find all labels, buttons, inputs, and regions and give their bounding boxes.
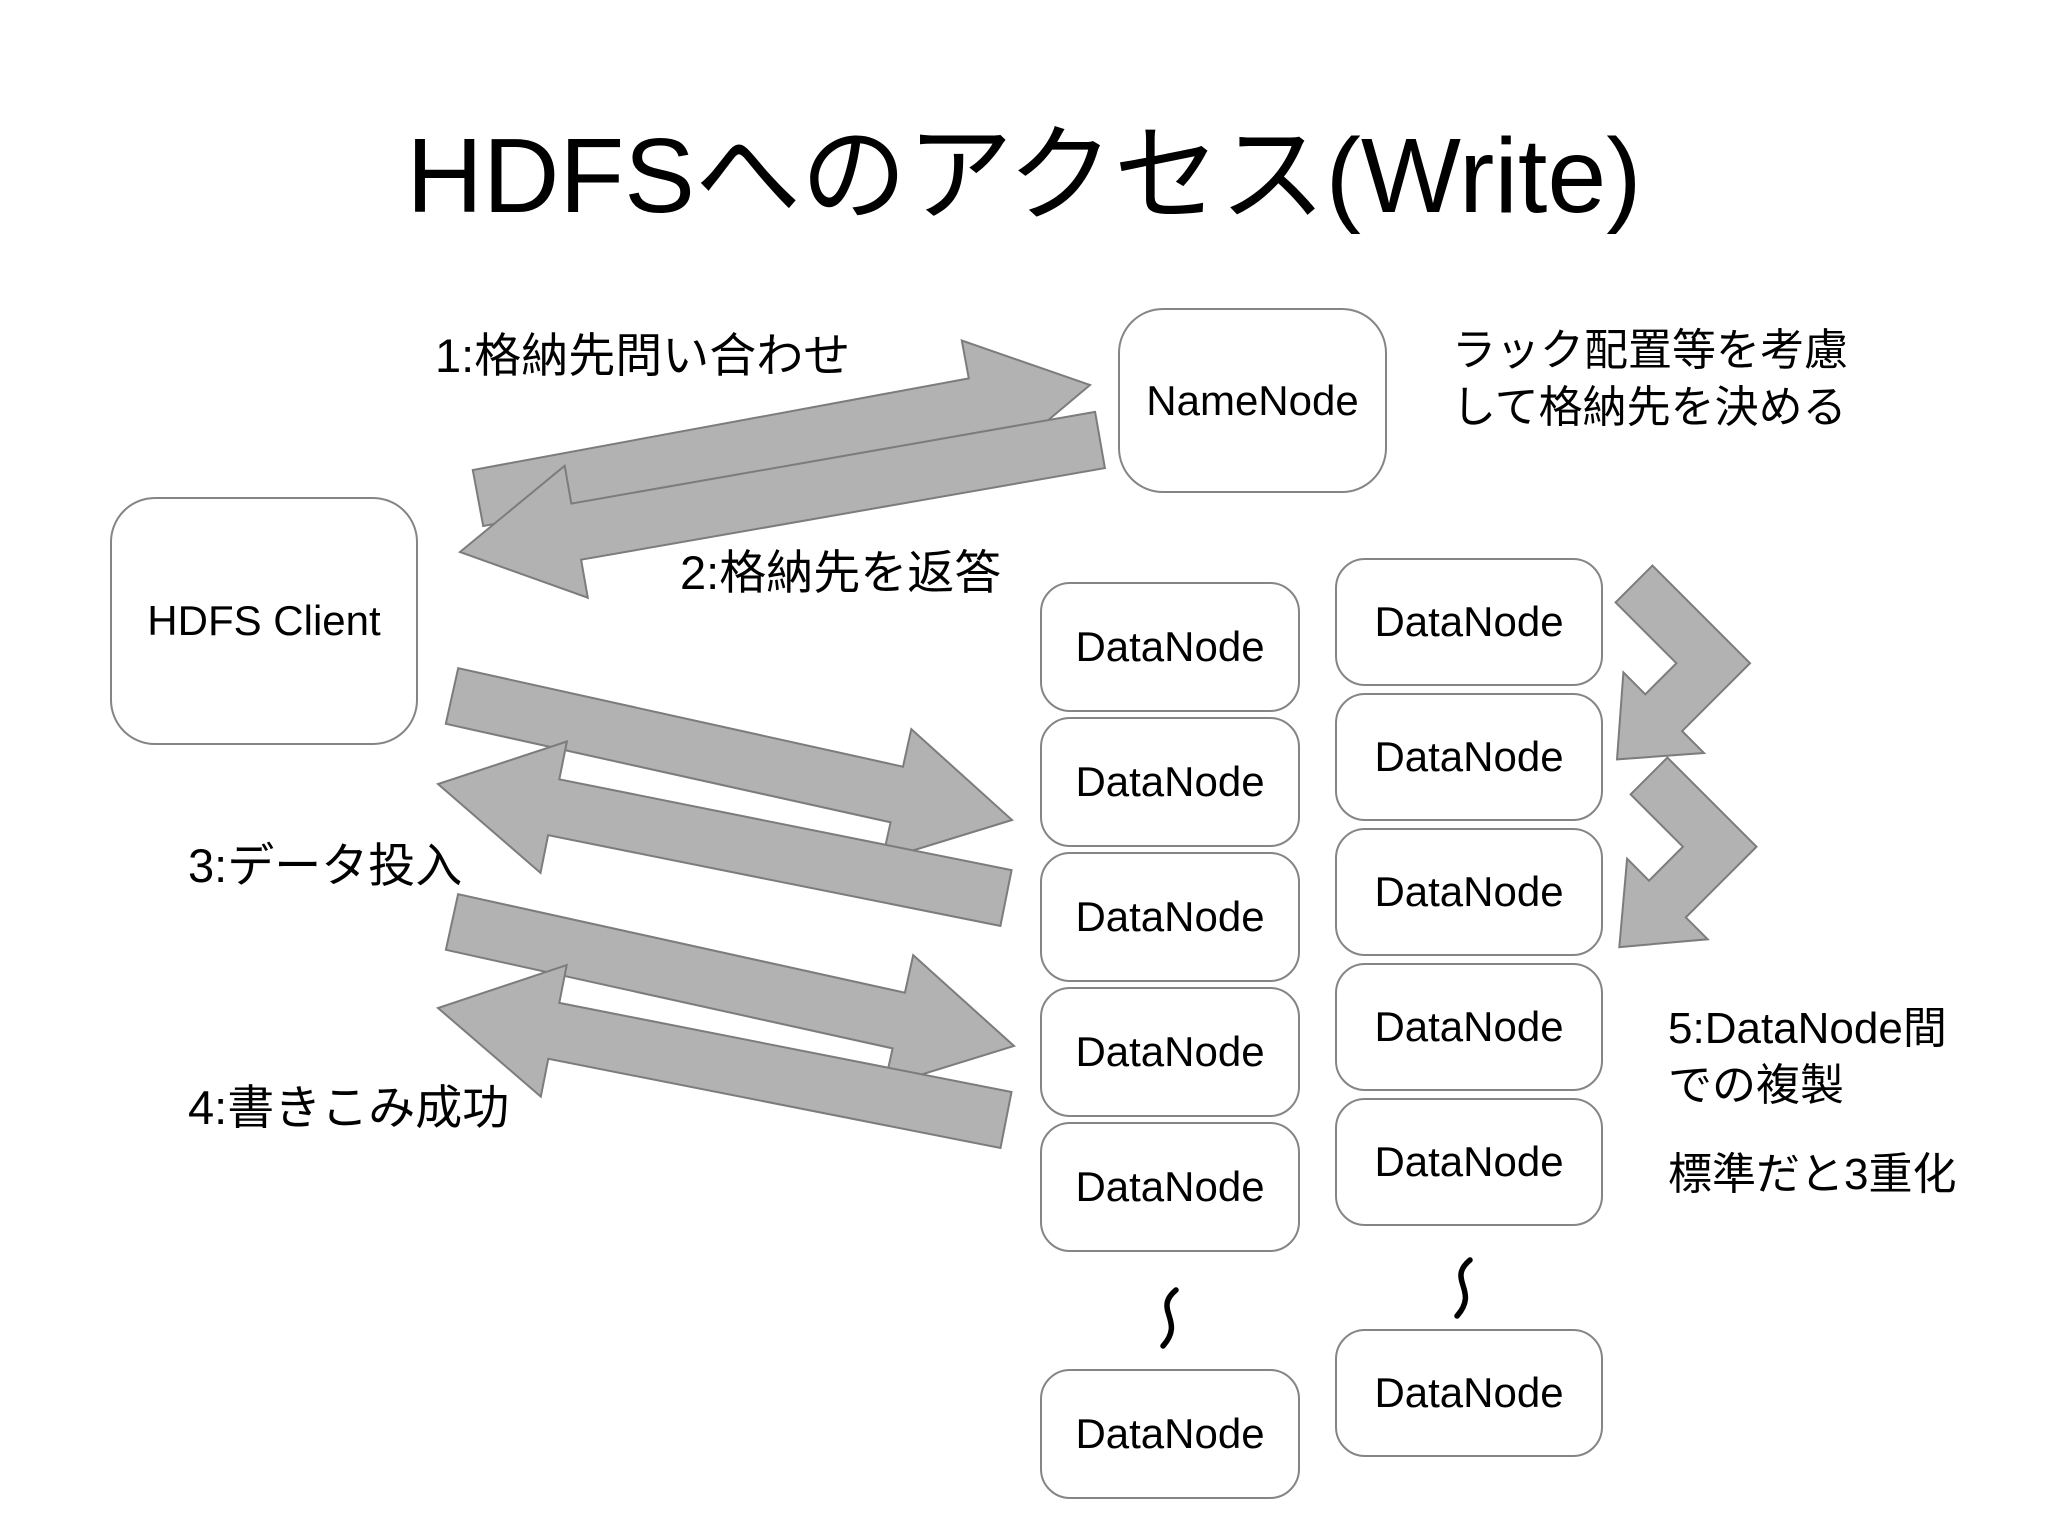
node-datanode-left-column: DataNode <box>1040 1122 1300 1252</box>
node-datanode-label: DataNode <box>1075 1410 1265 1457</box>
step2-label: 2:格納先を返答 <box>680 546 1002 599</box>
node-datanode-left-column: DataNode <box>1040 717 1300 847</box>
node-datanode-label: DataNode <box>1374 733 1564 780</box>
node-datanode-right-column: DataNode <box>1335 828 1603 956</box>
node-datanode-label: DataNode <box>1075 1163 1265 1210</box>
page-title: HDFSへのアクセス(Write) <box>406 117 1642 235</box>
node-datanode-label: DataNode <box>1374 1138 1564 1185</box>
node-datanode-right-column: DataNode <box>1335 693 1603 821</box>
node-datanode-left-column: DataNode <box>1040 1369 1300 1499</box>
node-datanode-label: DataNode <box>1075 623 1265 670</box>
step4-label: 4:書きこみ成功 <box>188 1081 510 1134</box>
node-datanode-label: DataNode <box>1374 1369 1564 1416</box>
node-namenode: NameNode <box>1118 308 1387 493</box>
node-hdfs-client: HDFS Client <box>110 497 418 745</box>
node-datanode-label: DataNode <box>1374 868 1564 915</box>
column-ellipsis-icon <box>1160 1287 1179 1349</box>
node-datanode-right-column: DataNode <box>1335 558 1603 686</box>
step3-label: 3:データ投入 <box>188 839 463 892</box>
arrow-step4-data-send <box>444 893 1016 1088</box>
node-datanode-label: DataNode <box>1374 598 1564 645</box>
node-datanode-left-column: DataNode <box>1040 987 1300 1117</box>
node-datanode-left-column: DataNode <box>1040 582 1300 712</box>
node-datanode-label: DataNode <box>1075 1028 1265 1075</box>
node-hdfs-client-label: HDFS Client <box>147 597 381 644</box>
node-namenode-label: NameNode <box>1146 376 1359 424</box>
node-datanode-right-column: DataNode <box>1335 1329 1603 1457</box>
arrow-step3-data-send <box>444 667 1014 862</box>
node-datanode-left-column: DataNode <box>1040 852 1300 982</box>
node-datanode-label: DataNode <box>1075 758 1265 805</box>
arrow-step5-replicate-2 <box>1618 756 1758 949</box>
node-datanode-right-column: DataNode <box>1335 963 1603 1091</box>
node-datanode-label: DataNode <box>1075 893 1265 940</box>
arrow-step4-write-success <box>436 963 1013 1150</box>
step5-label: 5:DataNode間 での複製 <box>1668 1004 1947 1111</box>
node-datanode-label: DataNode <box>1374 1003 1564 1050</box>
namenode-note: ラック配置等を考慮 して格納先を決める <box>1452 326 1848 433</box>
replication-note: 標準だと3重化 <box>1668 1150 1957 1199</box>
step1-label: 1:格納先問い合わせ <box>435 329 851 382</box>
arrow-step3-ack <box>436 740 1013 928</box>
column-ellipsis-icon <box>1454 1257 1473 1319</box>
node-datanode-right-column: DataNode <box>1335 1098 1603 1226</box>
arrow-step5-replicate-1 <box>1614 564 1752 761</box>
arrow-step2-reply <box>458 410 1107 600</box>
